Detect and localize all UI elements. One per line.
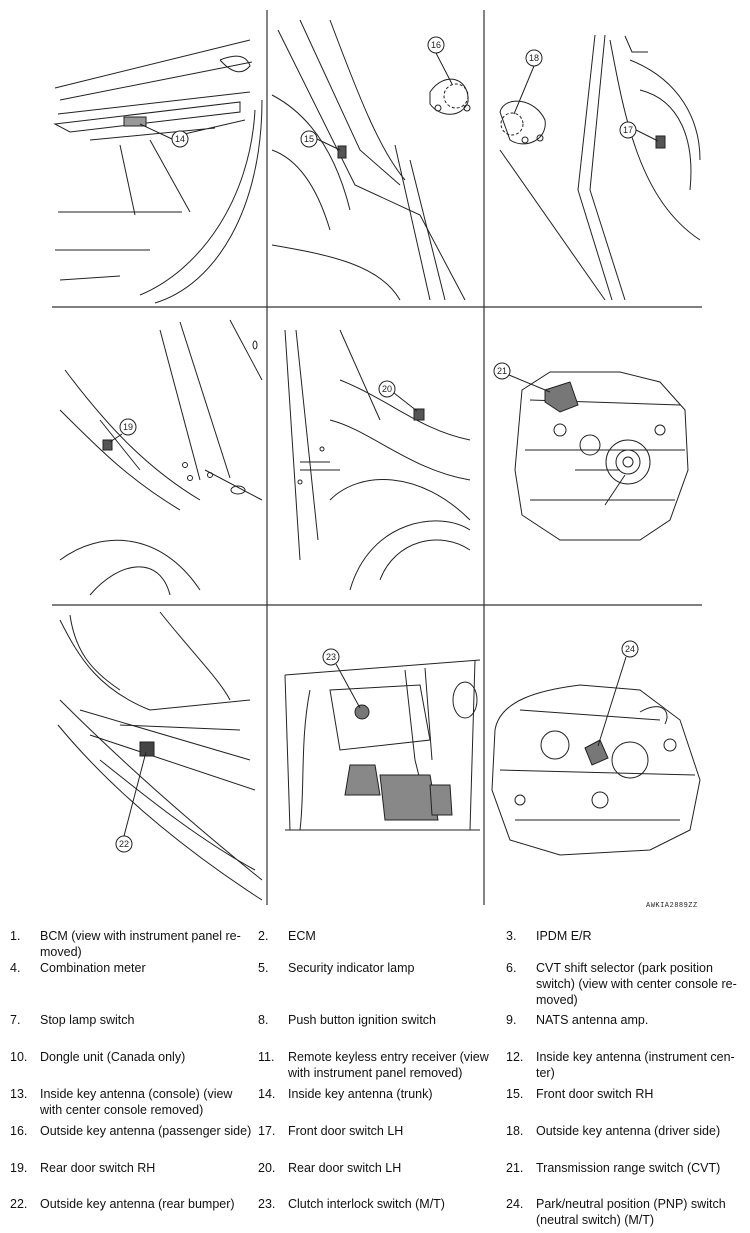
legend-item-text: Outside key antenna (rear bumper) xyxy=(40,1197,235,1211)
panel-front-door xyxy=(271,19,471,301)
svg-text:16: 16 xyxy=(431,40,441,50)
callout-14: 14 xyxy=(139,123,189,148)
panel-grid xyxy=(52,10,702,905)
svg-text:15: 15 xyxy=(304,134,314,144)
callout-16: 16 xyxy=(427,36,453,85)
legend-item-number: 11. xyxy=(258,1050,275,1064)
legend-item-text: Park/neutral position (PNP) switch (neut… xyxy=(536,1197,726,1227)
legend-item-text: ECM xyxy=(288,929,316,943)
panel-trunk-lid xyxy=(53,39,263,304)
legend-item-number: 7. xyxy=(10,1013,21,1027)
legend-item-number: 17. xyxy=(258,1124,276,1138)
callout-19: 19 xyxy=(109,418,137,443)
callout-18: 18 xyxy=(513,49,543,115)
legend-item-number: 23. xyxy=(258,1197,276,1211)
legend-item-text: Remote keyless entry receiver (view with… xyxy=(288,1050,489,1080)
legend-item-number: 10. xyxy=(10,1050,28,1064)
callout-24: 24 xyxy=(597,640,639,747)
component-legend: 1. BCM (view with instrument panel re-mov… xyxy=(0,928,750,1233)
legend-item-number: 4. xyxy=(10,961,21,975)
legend-item-number: 22. xyxy=(10,1197,28,1211)
legend-item-number: 24. xyxy=(506,1197,524,1211)
legend-item-number: 18. xyxy=(506,1124,524,1138)
svg-text:19: 19 xyxy=(123,422,133,432)
legend-item-text: Dongle unit (Canada only) xyxy=(40,1050,186,1064)
legend-item-number: 5. xyxy=(258,961,269,975)
legend-row: 7. Stop lamp switch 8. Push button ignition… xyxy=(0,1012,750,1049)
callout-20: 20 xyxy=(378,380,418,412)
legend-row: 16. Outside key antenna (passenger side) 1… xyxy=(0,1123,750,1160)
svg-text:17: 17 xyxy=(623,125,633,135)
svg-text:22: 22 xyxy=(119,839,129,849)
panel-rear-door-lh xyxy=(284,329,471,591)
legend-item-text: Stop lamp switch xyxy=(40,1013,135,1027)
legend-item-number: 2. xyxy=(258,929,269,943)
legend-item-text: Outside key antenna (passenger side) xyxy=(40,1124,252,1138)
legend-item-number: 8. xyxy=(258,1013,269,1027)
svg-text:21: 21 xyxy=(497,366,507,376)
panel-pedals xyxy=(284,659,481,831)
legend-row: 10. Dongle unit (Canada only) 11. Remote ke… xyxy=(0,1049,750,1086)
legend-item-text: Transmission range switch (CVT) xyxy=(536,1161,721,1175)
legend-item-number: 15. xyxy=(506,1087,524,1101)
callout-15: 15 xyxy=(300,130,341,151)
legend-item-text: Inside key antenna (instrument cen-ter) xyxy=(536,1050,735,1080)
legend-item-text: Security indicator lamp xyxy=(288,961,415,975)
legend-item-text: Rear door switch LH xyxy=(288,1161,402,1175)
legend-item-number: 20. xyxy=(258,1161,276,1175)
panel-rear-bumper xyxy=(57,611,263,901)
legend-item-number: 6. xyxy=(506,961,517,975)
legend-row: 1. BCM (view with instrument panel re-mov… xyxy=(0,928,750,960)
callout-17: 17 xyxy=(619,121,659,142)
legend-item-number: 12. xyxy=(506,1050,524,1064)
svg-text:23: 23 xyxy=(326,652,336,662)
figure-code: AWKIA2889ZZ xyxy=(646,902,698,910)
legend-item-number: 3. xyxy=(506,929,517,943)
legend-item-text: Rear door switch RH xyxy=(40,1161,156,1175)
legend-row: 13. Inside key antenna (console) (view wi… xyxy=(0,1086,750,1123)
legend-item-text: CVT shift selector (park position switch… xyxy=(536,961,737,1007)
legend-item-number: 14. xyxy=(258,1087,276,1101)
legend-item-text: Clutch interlock switch (M/T) xyxy=(288,1197,445,1211)
panel-driver-door xyxy=(499,34,701,301)
svg-text:18: 18 xyxy=(529,53,539,63)
svg-text:20: 20 xyxy=(382,384,392,394)
panel-rear-door-rh xyxy=(59,319,263,596)
legend-item-text: IPDM E/R xyxy=(536,929,592,943)
legend-item-number: 1. xyxy=(10,929,21,943)
svg-text:14: 14 xyxy=(175,134,185,144)
legend-item-text: Push button ignition switch xyxy=(288,1013,437,1027)
svg-text:24: 24 xyxy=(625,644,635,654)
legend-item-number: 21. xyxy=(506,1161,524,1175)
legend-item-number: 16. xyxy=(10,1124,28,1138)
legend-item-text: Inside key antenna (trunk) xyxy=(288,1087,433,1101)
component-location-diagram: 14 15 16 17 18 19 20 21 22 xyxy=(52,10,702,910)
legend-row: 4. Combination meter 5. Security indicator … xyxy=(0,960,750,1012)
legend-item-text: NATS antenna amp. xyxy=(536,1013,649,1027)
legend-item-text: Front door switch LH xyxy=(288,1124,404,1138)
legend-item-number: 19. xyxy=(10,1161,28,1175)
panel-cvt-transaxle xyxy=(514,371,689,541)
legend-item-number: 13. xyxy=(10,1087,28,1101)
legend-item-text: Front door switch RH xyxy=(536,1087,654,1101)
legend-item-text: Inside key antenna (console) (view with … xyxy=(40,1087,233,1117)
legend-item-text: Outside key antenna (driver side) xyxy=(536,1124,721,1138)
legend-item-text: Combination meter xyxy=(40,961,146,975)
callout-21: 21 xyxy=(493,362,551,393)
panel-manual-transaxle xyxy=(491,684,701,856)
legend-item-number: 9. xyxy=(506,1013,517,1027)
legend-row: 19. Rear door switch RH 20. Rear door switc… xyxy=(0,1160,750,1196)
legend-item-text: BCM (view with instrument panel re-moved… xyxy=(40,929,241,959)
callout-22: 22 xyxy=(115,751,147,853)
callout-23: 23 xyxy=(322,648,361,709)
diagram-drawing: 14 15 16 17 18 19 20 21 22 xyxy=(52,10,702,905)
